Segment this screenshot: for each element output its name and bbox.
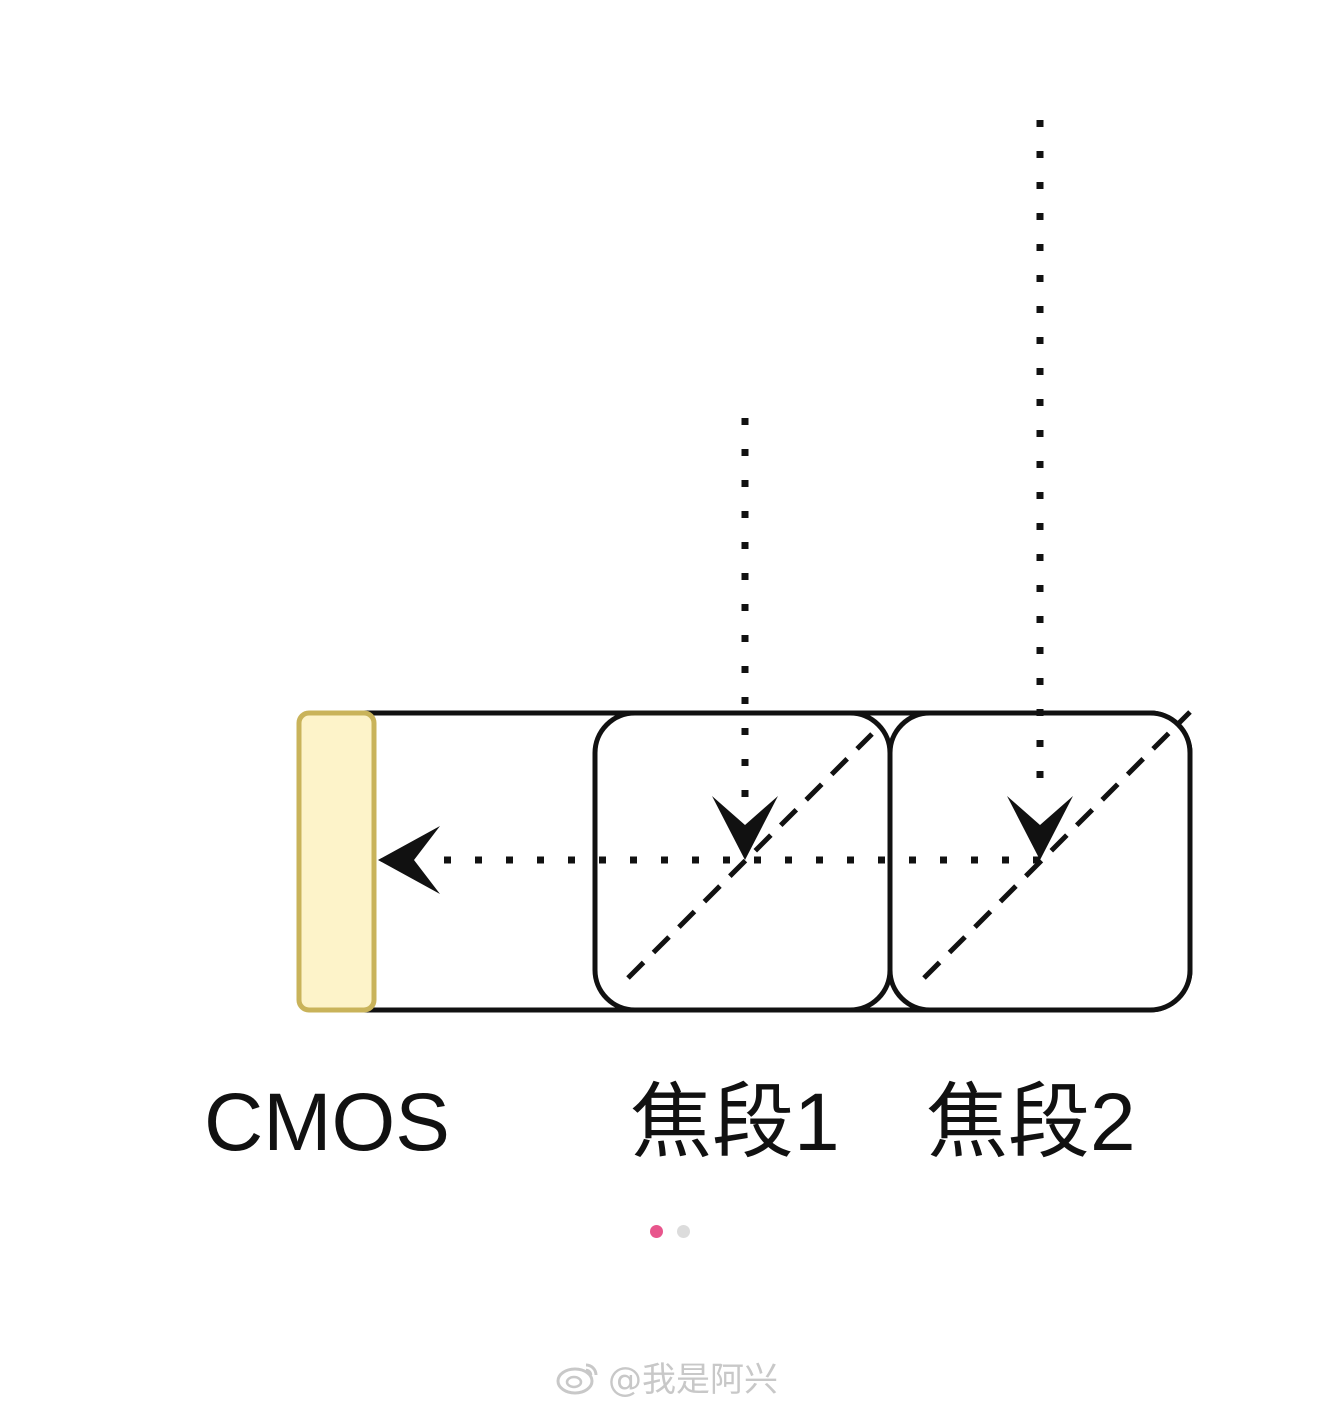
focal-2-label: 焦段2 <box>926 1077 1136 1168</box>
page-dot-inactive[interactable] <box>677 1225 690 1238</box>
mirror-2 <box>922 710 1192 980</box>
watermark: @我是阿兴 <box>556 1352 778 1401</box>
page-indicator <box>650 1225 690 1238</box>
watermark-text: @我是阿兴 <box>608 1360 778 1400</box>
arrow-down-1 <box>712 796 778 860</box>
weibo-icon <box>556 1363 598 1394</box>
arrow-down-2 <box>1007 796 1073 860</box>
cmos-label: CMOS <box>204 1077 450 1168</box>
page-dot-active[interactable] <box>650 1225 663 1238</box>
focal-1-label: 焦段1 <box>630 1077 840 1168</box>
arrow-left <box>378 826 440 894</box>
cmos-sensor <box>296 710 377 1013</box>
mirror-1 <box>626 732 874 980</box>
